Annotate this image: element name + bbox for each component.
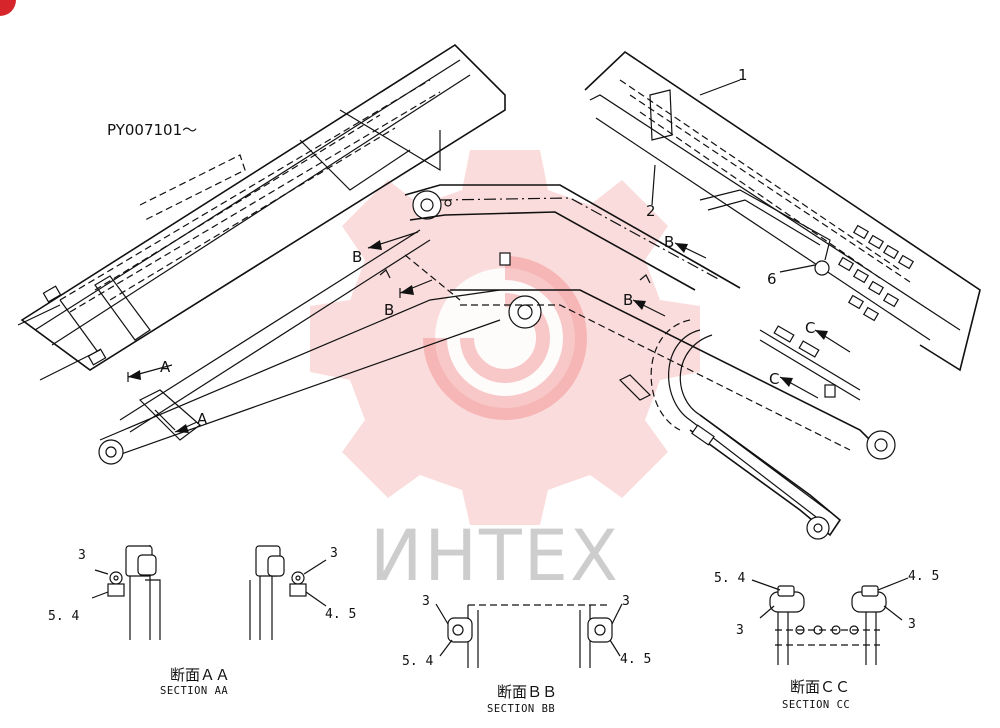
section-arrow-c-2 bbox=[779, 376, 819, 399]
section-arrow-label-b-1: B bbox=[352, 248, 362, 266]
section-cc-right-top-ref: 4. 5 bbox=[908, 569, 939, 584]
section-bb-right-bottom-ref: 4. 5 bbox=[620, 652, 651, 667]
section-arrow-label-b-2: B bbox=[384, 301, 394, 319]
section-arrow-label-a-1: A bbox=[160, 358, 171, 376]
section-arrow-label-b-4: B bbox=[623, 291, 633, 309]
section-cc-right-bottom-ref: 3 bbox=[908, 617, 916, 632]
section-arrow-label-b-3: B bbox=[664, 233, 674, 251]
section-aa-right-bottom-ref: 4. 5 bbox=[325, 607, 356, 622]
arm-assembly-right bbox=[584, 50, 981, 372]
section-arrow-label-a-2: A bbox=[197, 410, 208, 428]
cylinder-hose-assembly bbox=[650, 319, 861, 540]
section-bb-title-en: SECTION BB bbox=[487, 703, 555, 715]
section-arrow-a-1 bbox=[127, 364, 173, 382]
section-aa-right-detail bbox=[249, 545, 327, 640]
section-aa-title-jp: 断面ＡＡ bbox=[170, 666, 230, 684]
section-cc-title-jp: 断面ＣＣ bbox=[790, 678, 850, 696]
arm-assembly-left bbox=[17, 43, 506, 381]
serial-range-label: PY007101～ bbox=[107, 121, 197, 139]
watermark-arcs-icon bbox=[423, 256, 587, 420]
section-aa-left-detail bbox=[91, 545, 161, 640]
section-bb-right-top-ref: 3 bbox=[622, 594, 630, 609]
boom-assembly bbox=[98, 184, 896, 465]
part-number-1: 1 bbox=[738, 66, 748, 84]
part-number-6: 6 bbox=[767, 270, 777, 288]
section-arrow-c-1 bbox=[814, 329, 851, 353]
hose-fittings bbox=[814, 224, 915, 322]
corner-badge-icon bbox=[0, 0, 16, 16]
section-cc-detail bbox=[751, 577, 909, 665]
section-arrow-b-2 bbox=[399, 279, 433, 298]
section-bb-left-top-ref: 3 bbox=[422, 594, 430, 609]
section-bb-detail bbox=[435, 603, 623, 668]
section-arrow-label-c-2: C bbox=[769, 370, 779, 388]
section-arrow-b-1 bbox=[367, 231, 419, 250]
section-bb-left-bottom-ref: 5. 4 bbox=[402, 654, 433, 669]
section-arrow-a-2 bbox=[174, 421, 198, 433]
leader-lines bbox=[651, 79, 816, 273]
section-arrow-b-3 bbox=[674, 242, 707, 259]
section-bb-title-jp: 断面ＢＢ bbox=[497, 683, 557, 701]
section-aa-left-bottom-ref: 5. 4 bbox=[48, 609, 79, 624]
section-arrow-b-4 bbox=[632, 299, 666, 317]
section-cc-left-bottom-ref: 3 bbox=[736, 623, 744, 638]
section-cc-title-en: SECTION CC bbox=[782, 699, 850, 711]
section-cc-left-top-ref: 5. 4 bbox=[714, 571, 745, 586]
section-aa-left-top-ref: 3 bbox=[78, 548, 86, 563]
section-aa-right-top-ref: 3 bbox=[330, 546, 338, 561]
section-arrow-label-c-1: C bbox=[805, 319, 815, 337]
watermark-text: ИНТЕХ bbox=[370, 515, 620, 597]
part-number-2: 2 bbox=[646, 202, 656, 220]
section-aa-title-en: SECTION AA bbox=[160, 685, 228, 697]
